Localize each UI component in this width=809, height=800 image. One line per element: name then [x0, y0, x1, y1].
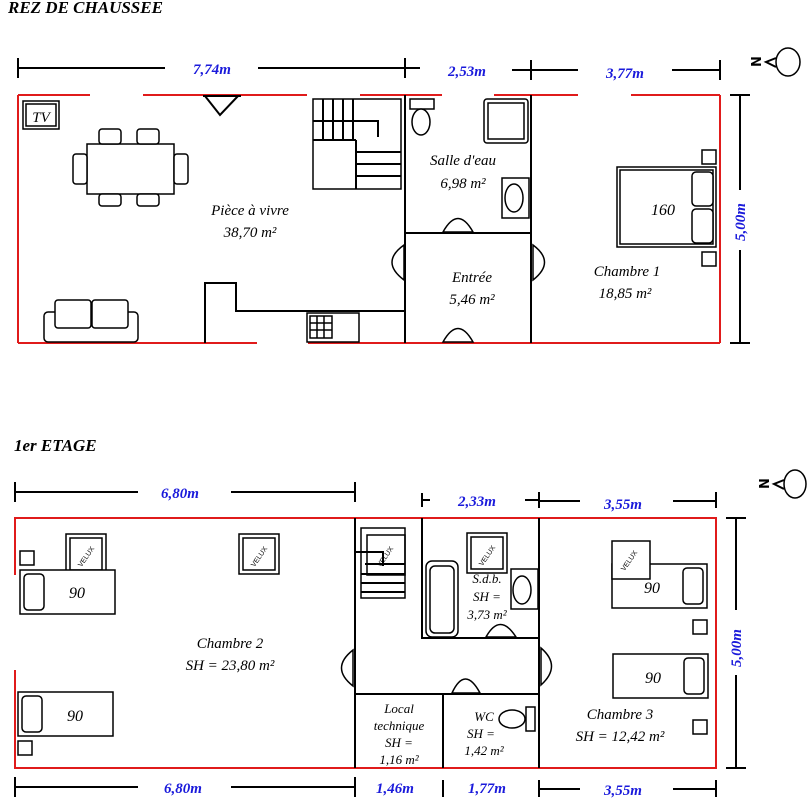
room-name: WC — [474, 709, 494, 724]
door-icon — [484, 623, 518, 638]
room-sh: SH = — [473, 589, 501, 604]
dim-label: 5,00m — [729, 629, 745, 667]
staircase-icon — [355, 527, 406, 599]
kitchen-icon — [306, 312, 360, 343]
room-sh: SH = — [467, 726, 495, 741]
ground-floor-plan: REZ DE CHAUSSEE 7,74m 2,53m 3,77m 5,00m … — [7, 0, 801, 344]
dining-table-icon — [72, 128, 189, 207]
first-side-dimension: 5,00m — [726, 517, 746, 769]
door-icon — [441, 327, 475, 343]
first-interior-walls — [354, 518, 540, 768]
dim-label: 3,55m — [603, 783, 642, 799]
door-icon — [340, 648, 354, 688]
room-name: Salle d'eau — [430, 153, 496, 169]
double-bed-icon: 160 — [616, 166, 717, 248]
bed-label: 160 — [651, 202, 675, 219]
dim-label: 7,74m — [193, 62, 231, 78]
room-name: Local — [383, 701, 414, 716]
nightstand-icon — [17, 740, 33, 756]
room-area: 18,85 m² — [599, 286, 652, 302]
bathtub-icon — [425, 560, 459, 638]
toilet-icon — [409, 98, 435, 136]
room-area: SH = 12,42 m² — [576, 729, 665, 745]
nightstand-icon — [701, 251, 717, 267]
room-name: Chambre 3 — [587, 707, 654, 723]
dim-label: 1,46m — [376, 781, 414, 797]
sink-icon — [501, 177, 530, 219]
tv-icon: TV — [22, 100, 60, 130]
shower-icon — [483, 98, 529, 144]
dim-label: 3,55m — [603, 497, 642, 513]
staircase-icon — [312, 98, 402, 190]
bed-label: 90 — [645, 670, 661, 687]
single-bed-icon: 90 — [19, 569, 116, 615]
ground-outer-walls — [17, 94, 721, 344]
toilet-icon — [498, 706, 536, 732]
compass-icon: N — [750, 47, 801, 77]
ground-top-dimensions: 7,74m 2,53m 3,77m — [17, 58, 721, 82]
dim-label: 6,80m — [164, 781, 202, 797]
door-icon — [203, 95, 241, 117]
room-area: SH = 23,80 m² — [186, 658, 275, 674]
first-bottom-dimensions: 6,80m 1,46m 1,77m 3,55m — [14, 777, 717, 799]
room-area: 38,70 m² — [223, 225, 277, 241]
ground-interior-walls — [204, 95, 532, 343]
sofa-icon — [43, 299, 139, 343]
first-top-dimensions: 6,80m 2,33m 3,55m — [14, 482, 717, 513]
first-floor-title: 1er ETAGE — [14, 436, 97, 455]
velux-window-icon: VELUX — [238, 533, 280, 575]
room-name: Chambre 1 — [594, 264, 661, 280]
dim-label: 6,80m — [161, 486, 199, 502]
nightstand-icon — [701, 149, 717, 165]
first-floor-plan: 1er ETAGE 6,80m 2,33m 3,55m 6,80m 1,46m … — [13, 436, 807, 799]
room-area: 3,73 m² — [466, 607, 507, 622]
ground-floor-title: REZ DE CHAUSSEE — [7, 0, 163, 17]
dim-label: 2,33m — [457, 494, 496, 510]
bed-label: 90 — [69, 585, 85, 602]
single-bed-icon: 90 — [612, 653, 709, 699]
compass-label: N — [750, 56, 765, 67]
room-name: technique — [374, 718, 425, 733]
door-icon — [540, 646, 553, 687]
dim-label: 5,00m — [733, 203, 749, 241]
bed-label: 90 — [67, 708, 83, 725]
nightstand-icon — [19, 550, 35, 566]
sink-icon — [510, 568, 539, 610]
door-icon — [391, 243, 405, 282]
tv-label: TV — [32, 110, 51, 126]
room-name: Entrée — [451, 270, 492, 286]
nightstand-icon — [692, 619, 708, 635]
door-icon — [441, 217, 475, 233]
room-name: Pièce à vivre — [210, 203, 289, 219]
dim-label: 1,77m — [468, 781, 506, 797]
room-area: 6,98 m² — [440, 176, 486, 192]
nightstand-icon — [692, 719, 708, 735]
room-area: 1,16 m² — [379, 752, 419, 767]
door-icon — [532, 243, 546, 282]
room-area: 1,42 m² — [464, 743, 504, 758]
velux-window-icon: VELUX — [466, 532, 508, 574]
velux-window-icon: VELUX — [65, 533, 107, 575]
ground-side-dimension: 5,00m — [730, 94, 750, 344]
single-bed-icon: 90 — [17, 691, 114, 737]
room-name: Chambre 2 — [197, 636, 264, 652]
compass-icon: N — [758, 469, 807, 499]
door-icon — [450, 678, 482, 694]
dim-label: 3,77m — [605, 66, 644, 82]
room-sh: SH = — [385, 735, 413, 750]
bed-label: 90 — [644, 580, 660, 597]
room-area: 5,46 m² — [449, 292, 495, 308]
velux-window-icon: VELUX — [366, 534, 406, 576]
compass-label: N — [758, 478, 773, 489]
first-outer-walls — [13, 517, 717, 769]
room-name: S.d.b. — [472, 571, 501, 586]
dim-label: 2,53m — [447, 64, 486, 80]
